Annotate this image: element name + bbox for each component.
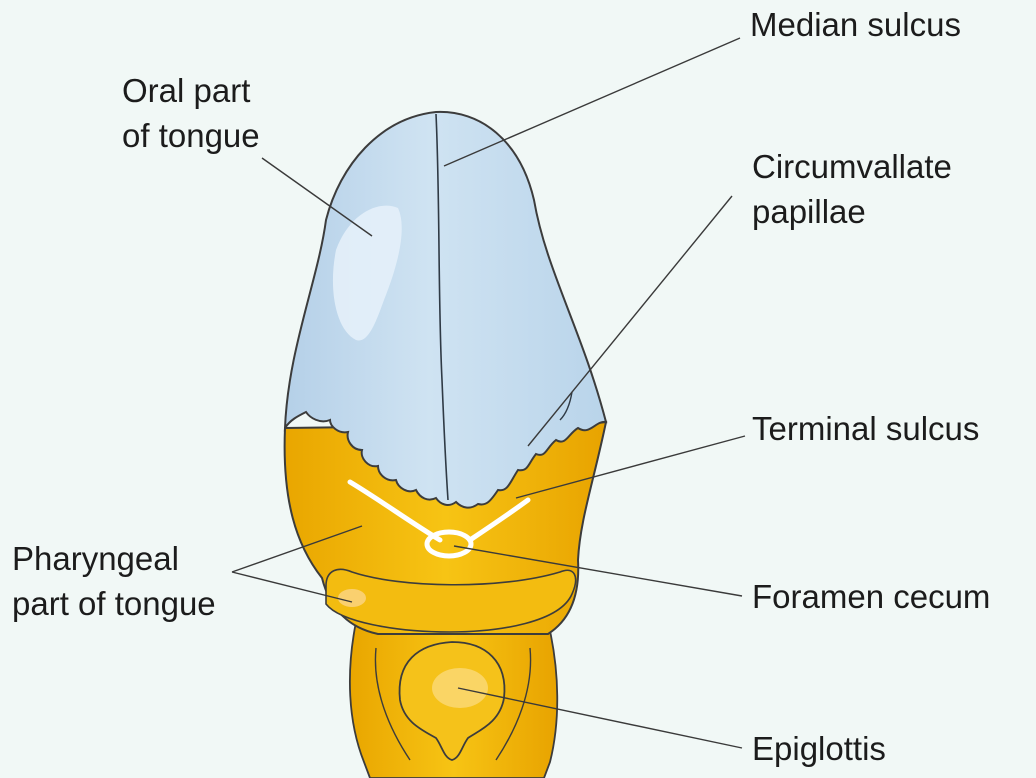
oral-part-label-line1: Oral part: [122, 68, 260, 113]
pharyngeal-part-label: Pharyngeal part of tongue: [12, 536, 216, 626]
larynx-region: [350, 622, 557, 778]
median-sulcus-label: Median sulcus: [750, 2, 961, 47]
circumvallate-label-line1: Circumvallate: [752, 144, 952, 189]
oral-part-label-line2: of tongue: [122, 113, 260, 158]
epiglottis-label: Epiglottis: [752, 726, 886, 771]
circumvallate-papillae-label: Circumvallate papillae: [752, 144, 952, 234]
circumvallate-label-line2: papillae: [752, 189, 952, 234]
pharyngeal-label-line1: Pharyngeal: [12, 536, 216, 581]
pharyngeal-label-line2: part of tongue: [12, 581, 216, 626]
terminal-sulcus-label: Terminal sulcus: [752, 406, 979, 451]
oral-part-label: Oral part of tongue: [122, 68, 260, 158]
vallecula-highlight: [338, 589, 366, 607]
foramen-cecum-label: Foramen cecum: [752, 574, 990, 619]
median-sulcus-leader: [444, 38, 740, 166]
